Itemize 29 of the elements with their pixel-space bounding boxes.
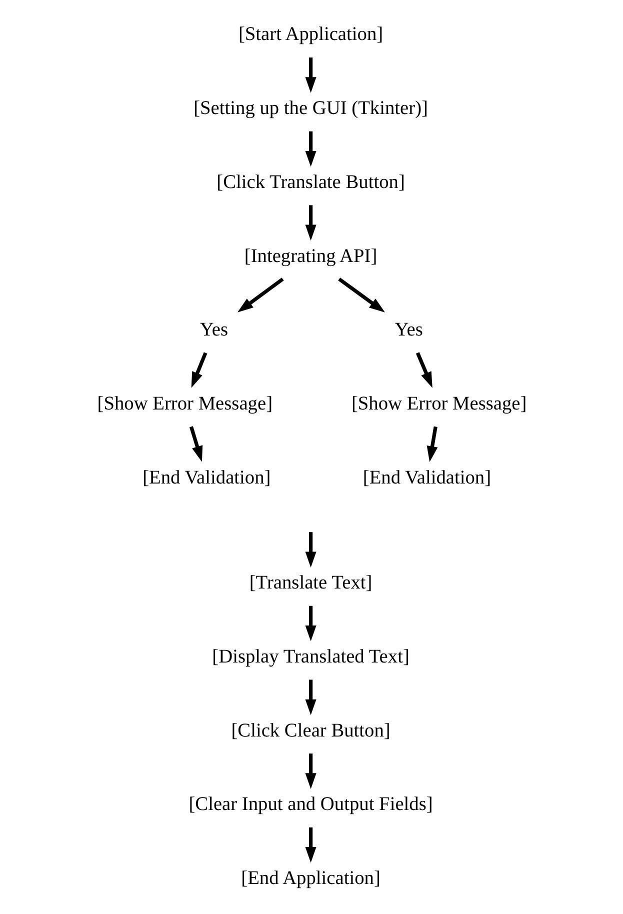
arrow (236, 277, 284, 312)
node-text: [Integrating API] (244, 245, 377, 266)
arrow (304, 605, 316, 641)
arrow (304, 679, 316, 715)
node-text: [Display Translated Text] (212, 646, 409, 667)
node-text: [Show Error Message] (96, 392, 272, 414)
node-text: [End Application] (240, 867, 380, 888)
node-text: [Translate Text] (248, 572, 372, 594)
node-text: Yes (199, 319, 228, 340)
node-text: [End Validation] (362, 466, 491, 488)
node-text: [Clear Input and Output Fields] (188, 794, 432, 815)
arrow (190, 352, 207, 388)
arrow (415, 352, 432, 388)
arrow (188, 426, 202, 462)
arrow (304, 57, 316, 92)
arrow (304, 753, 316, 788)
arrow (304, 826, 316, 862)
node-text: [End Validation] (142, 466, 270, 488)
arrow (304, 130, 316, 166)
node-text: [Click Translate Button] (216, 171, 404, 192)
node-text: Yes (394, 319, 422, 340)
node-text: [Start Application] (238, 24, 383, 45)
node-text: [Setting up the GUI (Tkinter)] (193, 98, 428, 119)
arrow (426, 426, 438, 462)
node-text: [Click Clear Button] (230, 720, 390, 741)
arrow (304, 532, 316, 567)
arrow (338, 277, 384, 312)
arrow (304, 204, 316, 240)
node-text: [Show Error Message] (350, 392, 526, 414)
